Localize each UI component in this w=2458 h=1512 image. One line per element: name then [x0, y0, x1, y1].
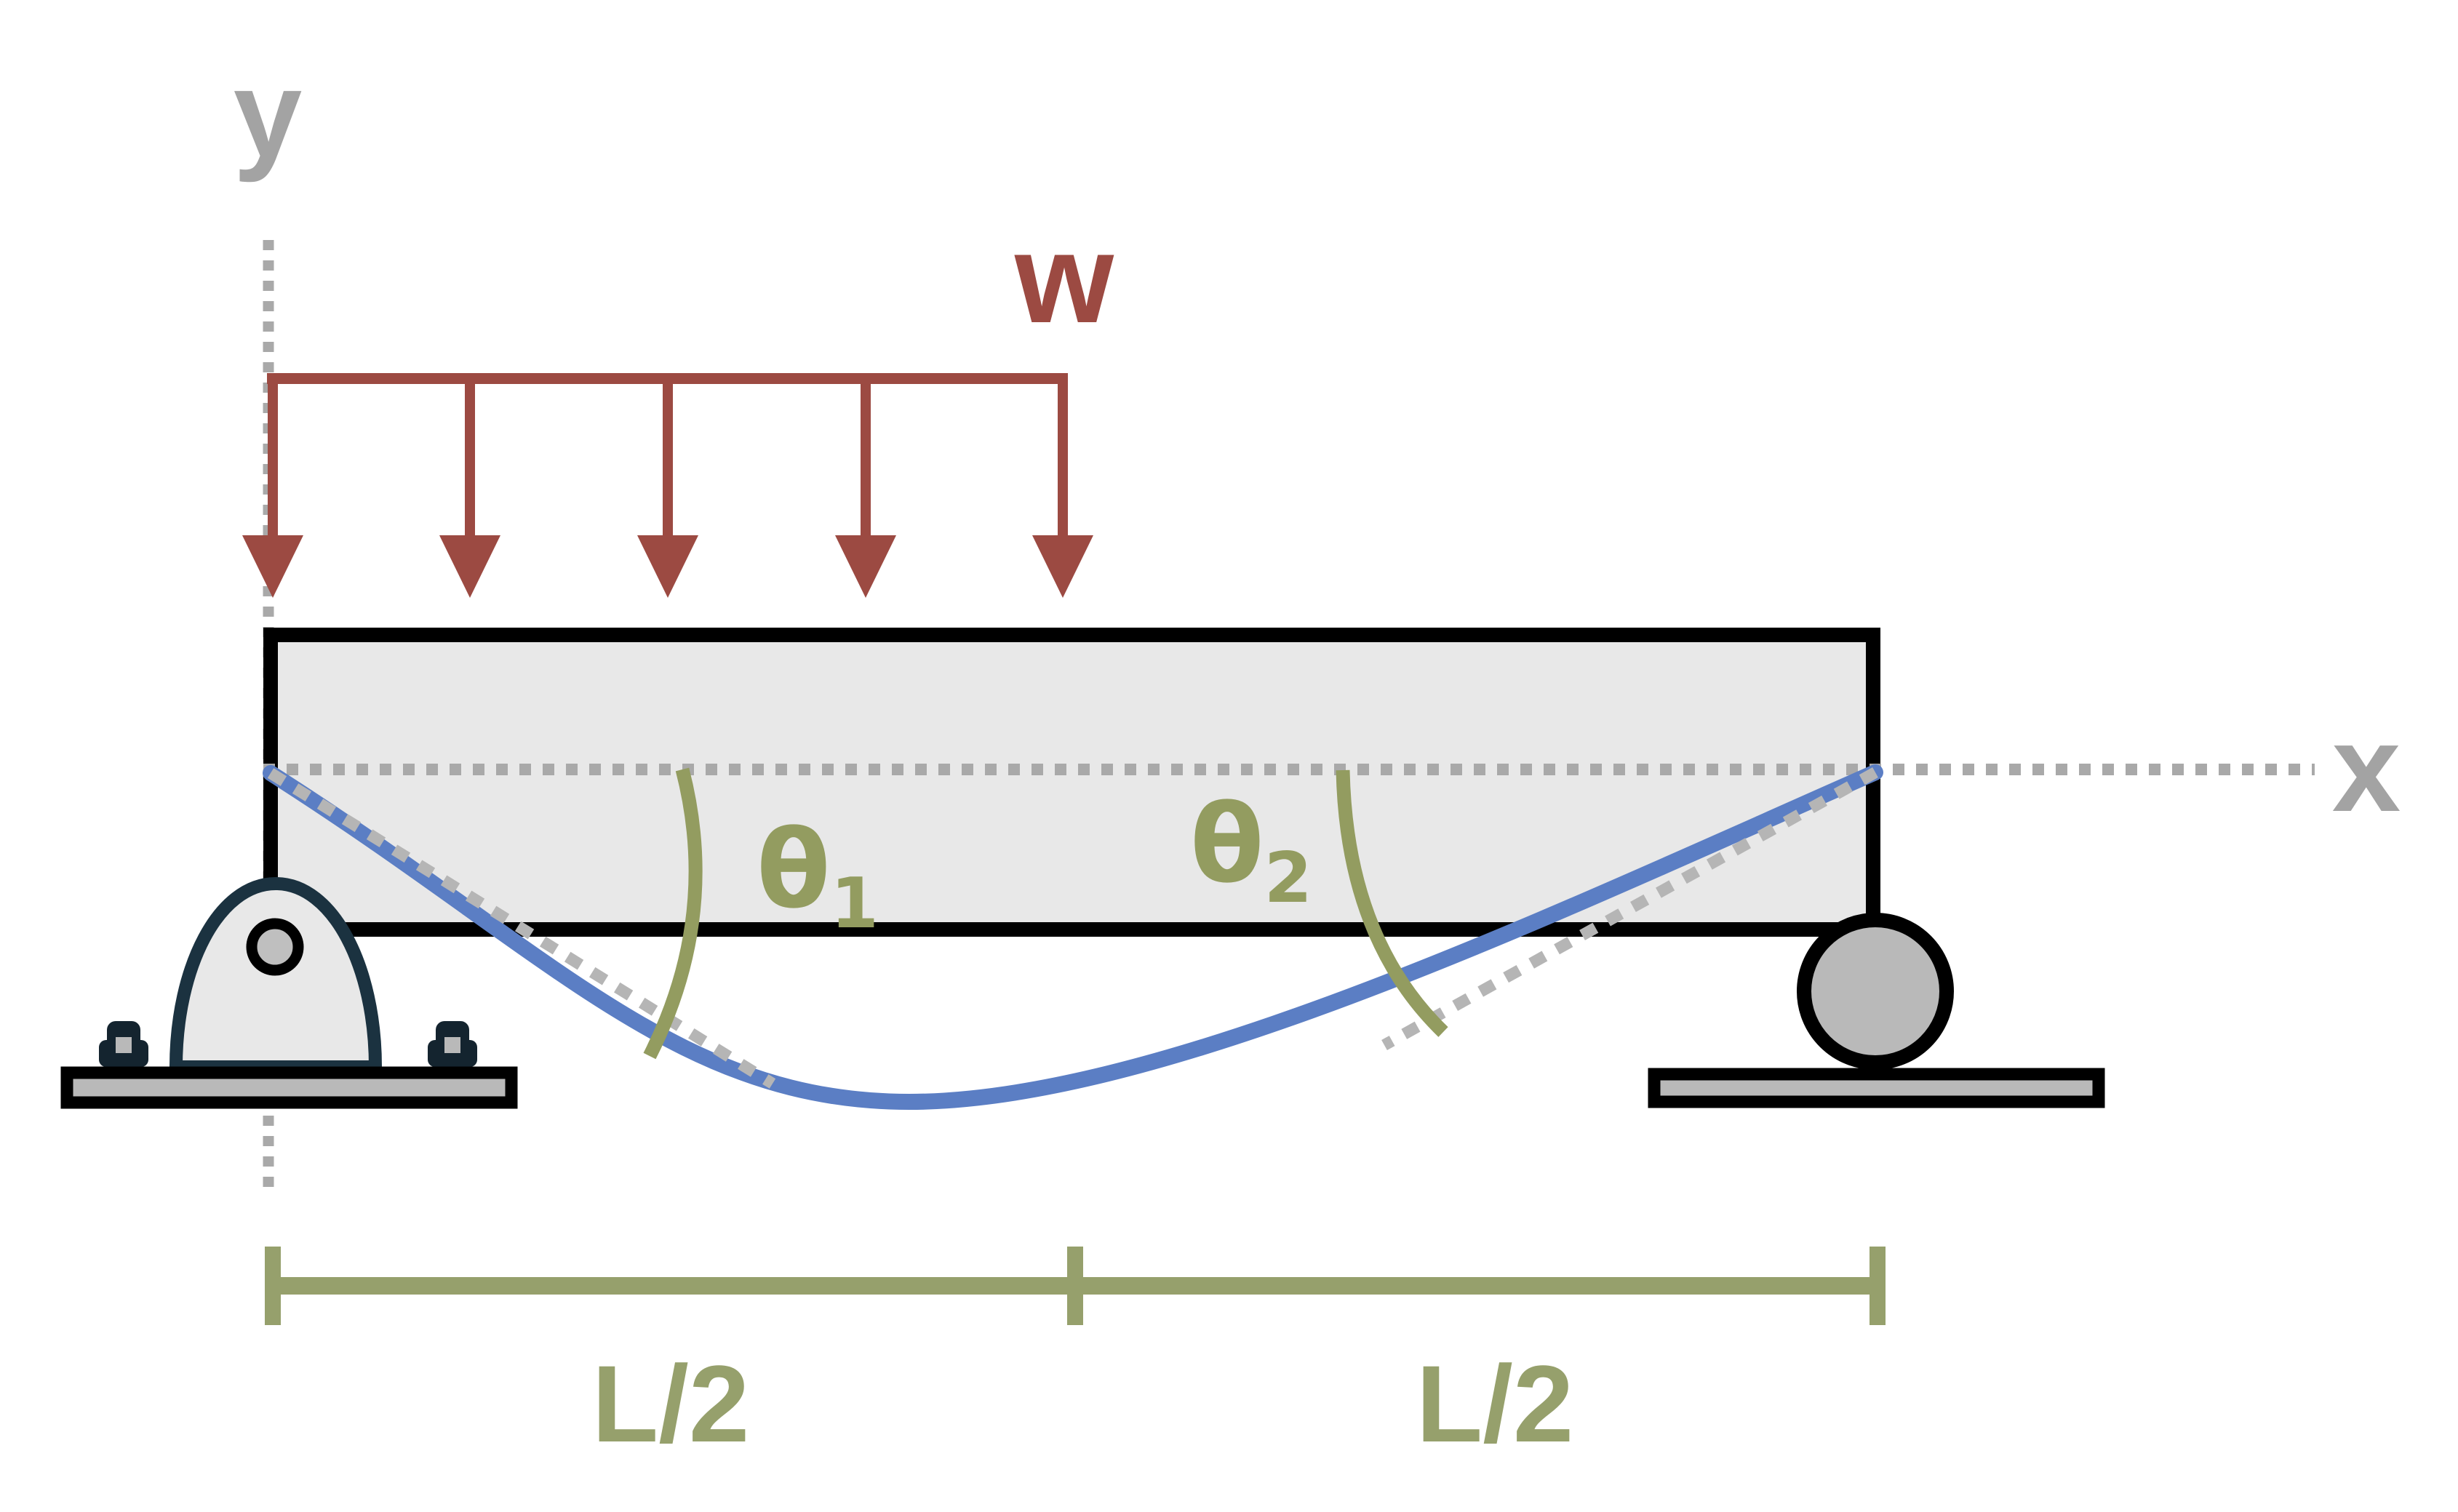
load-arrow-head [242, 535, 303, 598]
dimension-label-right: L/2 [1416, 1343, 1574, 1465]
theta1-label: θ1 [757, 807, 879, 944]
distributed-load: w [242, 208, 1114, 598]
y-axis-label: y [234, 45, 303, 183]
load-arrow [242, 373, 303, 598]
pin-base-plate [60, 1066, 518, 1109]
load-arrow-shaft [663, 373, 673, 545]
dimension-label-left: L/2 [592, 1343, 750, 1465]
deflection-curve [263, 764, 1883, 1111]
theta1-symbol: θ [757, 807, 831, 932]
bolt-base [99, 1040, 148, 1067]
load-arrow-head [1032, 535, 1093, 598]
load-arrow-shaft [861, 373, 871, 545]
roller-support [1648, 913, 2105, 1108]
beam [263, 628, 1880, 937]
load-arrow-head [637, 535, 698, 598]
load-arrow [835, 373, 896, 598]
theta2-label: θ2 [1190, 782, 1312, 919]
left-tangent-dotted-line [267, 768, 776, 1089]
pin-support [60, 876, 518, 1109]
theta2-arc [1336, 769, 1448, 1037]
load-arrow-head [835, 535, 896, 598]
roller-base-plate [1648, 1068, 2105, 1108]
load-arrow-shaft [1058, 373, 1068, 545]
theta2-symbol: θ [1190, 782, 1264, 907]
load-arrow [439, 373, 500, 598]
bolt [99, 1021, 148, 1067]
theta1-subscript: 1 [831, 864, 879, 944]
load-label: w [1014, 208, 1114, 350]
load-arrow [637, 373, 698, 598]
bolt-nub [444, 1037, 460, 1053]
roller-circle [1797, 913, 1954, 1070]
load-arrow-shaft [465, 373, 475, 545]
bolt [428, 1021, 477, 1067]
bolt-base [428, 1040, 477, 1067]
x-axis-label: x [2332, 700, 2401, 838]
load-arrow [1032, 373, 1093, 598]
theta1-arc [643, 767, 703, 1060]
theta2-subscript: 2 [1264, 839, 1312, 919]
pin-hole [246, 918, 304, 976]
right-tangent-dotted-line [1381, 767, 1878, 1050]
bolt-nub [116, 1037, 132, 1053]
load-arrow-head [439, 535, 500, 598]
load-arrow-shaft [268, 373, 278, 545]
dimension-group: L/2 L/2 [265, 1247, 1886, 1465]
